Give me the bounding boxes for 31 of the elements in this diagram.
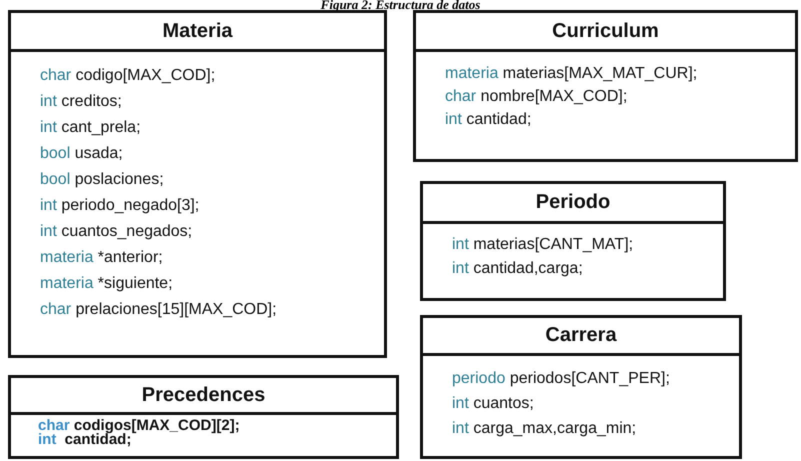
field-declaration: int cantidad,carga;: [452, 259, 583, 279]
field-declaration: char codigo[MAX_COD];: [40, 66, 216, 86]
field-declaration: materia *siguiente;: [40, 274, 173, 294]
struct-box: [8, 375, 399, 459]
field-declaration: periodo periodos[CANT_PER];: [452, 369, 670, 389]
figure-title: Figura 2: Estructura de datos: [320, 0, 482, 11]
struct-box: [413, 10, 798, 162]
field-declaration: int periodo_negado[3];: [40, 196, 200, 216]
struct-name: Precedences: [11, 378, 396, 415]
struct-name: Carrera: [423, 318, 739, 356]
field-declaration: int cuantos;: [452, 394, 534, 414]
struct-name: Periodo: [423, 184, 723, 224]
field-declaration: int materias[CANT_MAT];: [452, 235, 634, 255]
field-declaration: int cant_prela;: [40, 118, 141, 138]
field-declaration: int carga_max,carga_min;: [452, 419, 636, 439]
field-declaration: int creditos;: [40, 92, 122, 112]
field-declaration: int cantidad;: [38, 433, 132, 447]
struct-box: [420, 181, 726, 301]
struct-box: [420, 315, 742, 459]
field-declaration: char nombre[MAX_COD];: [445, 87, 628, 107]
field-declaration: materia *anterior;: [40, 248, 163, 268]
field-declaration: char codigos[MAX_COD][2];: [38, 419, 240, 433]
field-declaration: char prelaciones[15][MAX_COD];: [40, 300, 277, 320]
field-declaration: bool usada;: [40, 144, 123, 164]
field-declaration: materia materias[MAX_MAT_CUR];: [445, 64, 698, 84]
field-declaration: int cantidad;: [445, 110, 532, 130]
struct-name: Curriculum: [416, 13, 795, 52]
field-declaration: int cuantos_negados;: [40, 222, 192, 242]
struct-box: [8, 10, 387, 358]
field-declaration: bool poslaciones;: [40, 170, 164, 190]
struct-name: Materia: [11, 13, 384, 52]
